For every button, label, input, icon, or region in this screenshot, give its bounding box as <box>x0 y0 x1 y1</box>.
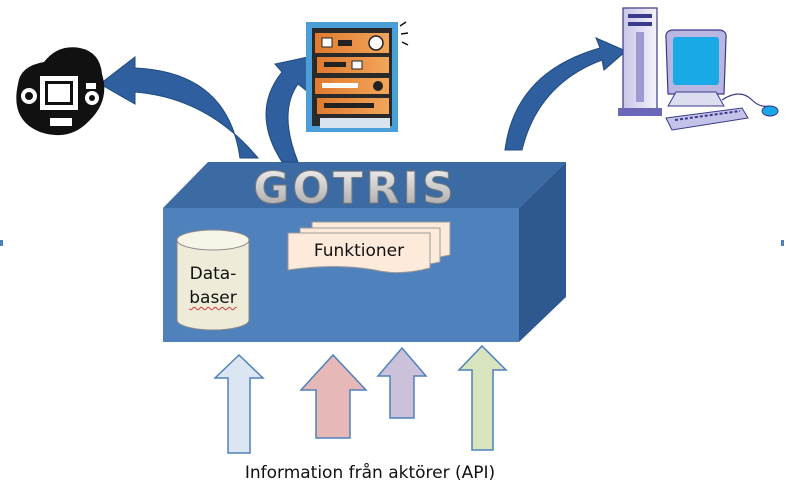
edge-mark-right <box>781 240 784 246</box>
database-cylinder <box>176 229 250 331</box>
desktop-computer-icon <box>618 7 779 131</box>
box-top-face <box>163 162 566 208</box>
box-title: GOTRIS <box>253 163 456 213</box>
curved-arrow-to-tablet <box>99 55 260 159</box>
api-arrows <box>213 344 508 454</box>
functions-document-stack <box>287 221 451 274</box>
curved-arrow-to-desktop <box>504 37 627 151</box>
curved-arrow-to-server <box>265 56 309 163</box>
database-label-line1: Data- <box>189 264 237 284</box>
api-caption: Information från aktörer (API) <box>244 463 496 483</box>
curved-arrows <box>99 37 627 163</box>
box-side-face <box>519 162 566 342</box>
functions-label: Funktioner <box>313 241 405 261</box>
api-arrow-purple <box>376 346 428 419</box>
box-title-text: GOTRIS <box>253 163 456 213</box>
server-rack-icon <box>306 21 409 132</box>
edge-mark-left <box>0 240 3 246</box>
tablet-computer-icon <box>16 47 105 136</box>
api-arrow-blue <box>213 353 265 454</box>
api-arrow-red <box>299 353 368 439</box>
api-arrow-green <box>457 344 508 451</box>
database-label: Data- baser <box>178 262 248 310</box>
database-label-line2: baser <box>189 288 237 308</box>
